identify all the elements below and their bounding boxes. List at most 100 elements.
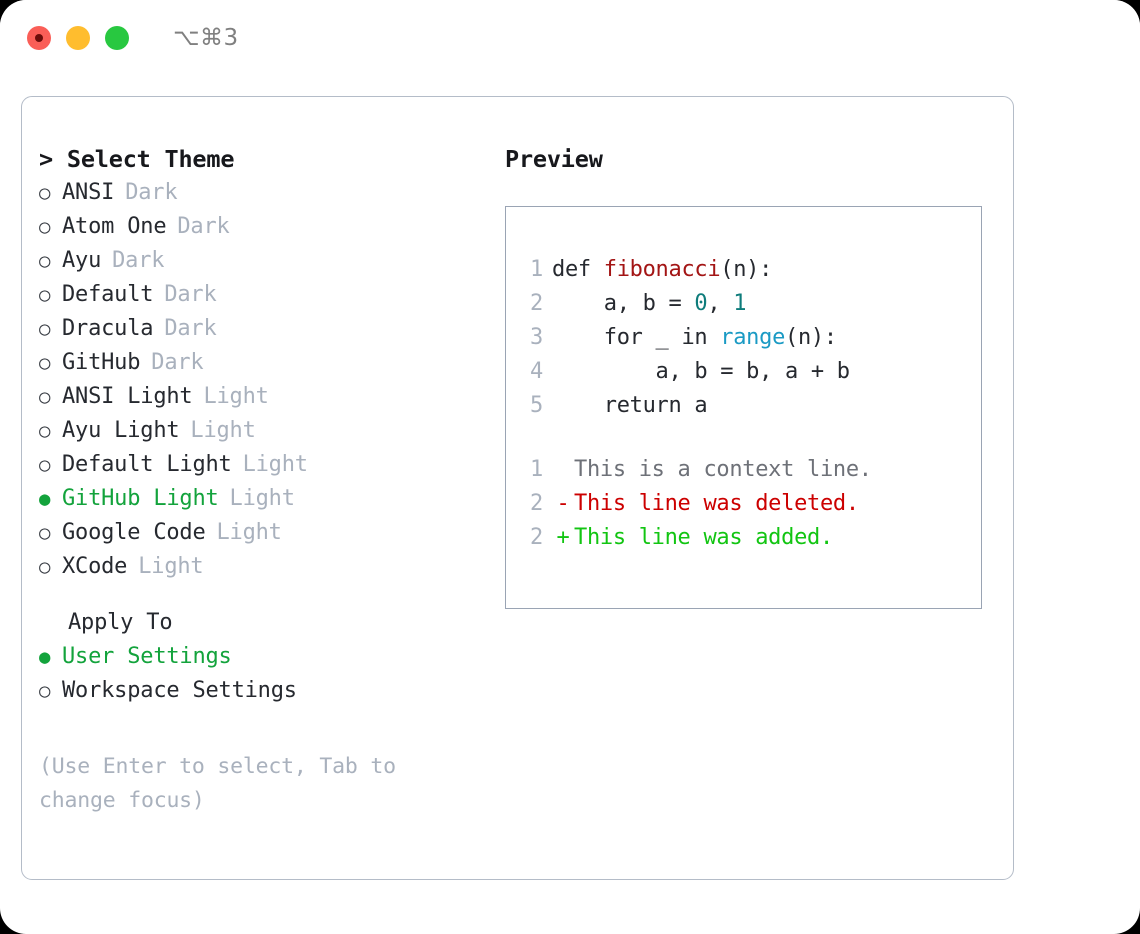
line-number: 5 bbox=[530, 393, 543, 418]
code-line: 1 def fibonacci(n): bbox=[506, 257, 981, 291]
theme-option-github[interactable]: ○ GitHub Dark bbox=[39, 350, 492, 384]
code-token: a, b = b, a + b bbox=[552, 359, 851, 384]
theme-variant-badge: Dark bbox=[151, 350, 204, 375]
theme-variant-badge: Light bbox=[229, 486, 295, 511]
diff-line: 2 +This line was added. bbox=[506, 525, 981, 559]
radio-unselected-icon: ○ bbox=[39, 386, 51, 408]
theme-variant-badge: Dark bbox=[164, 282, 217, 307]
theme-option-github-light[interactable]: ● GitHub Light Light bbox=[39, 486, 492, 520]
theme-option-ansi[interactable]: ○ ANSI Dark bbox=[39, 180, 492, 214]
titlebar: ⌥⌘3 bbox=[0, 0, 1140, 76]
code-line: 4 a, b = b, a + b bbox=[506, 359, 981, 393]
apply-to-name: User Settings bbox=[62, 644, 232, 669]
theme-variant-badge: Light bbox=[138, 554, 204, 579]
theme-variant-badge: Light bbox=[216, 520, 282, 545]
select-theme-heading: > Select Theme bbox=[39, 145, 235, 173]
theme-name: Default bbox=[62, 282, 154, 307]
theme-name: Default Light bbox=[62, 452, 232, 477]
radio-unselected-icon: ○ bbox=[39, 522, 51, 544]
code-line: 2 a, b = 0, 1 bbox=[506, 291, 981, 325]
keyboard-hint-text: (Use Enter to select, Tab to change focu… bbox=[39, 754, 396, 813]
theme-name: GitHub Light bbox=[62, 486, 219, 511]
code-token: (n): bbox=[720, 257, 773, 282]
theme-name: Dracula bbox=[62, 316, 154, 341]
theme-name: ANSI bbox=[62, 180, 115, 205]
keyboard-shortcut-label: ⌥⌘3 bbox=[173, 25, 239, 51]
line-number: 1 bbox=[530, 457, 543, 482]
theme-name: Ayu Light bbox=[62, 418, 180, 443]
radio-unselected-icon: ○ bbox=[39, 182, 51, 204]
code-content: def fibonacci(n): bbox=[552, 257, 772, 282]
radio-selected-icon: ● bbox=[39, 488, 51, 510]
theme-variant-badge: Light bbox=[203, 384, 269, 409]
theme-variant-badge: Dark bbox=[112, 248, 165, 273]
theme-option-default[interactable]: ○ Default Dark bbox=[39, 282, 492, 316]
code-token: 1 bbox=[733, 291, 747, 316]
maximize-button[interactable] bbox=[105, 26, 129, 50]
theme-name: Ayu bbox=[62, 248, 102, 273]
theme-name: Atom One bbox=[62, 214, 167, 239]
theme-name: GitHub bbox=[62, 350, 141, 375]
radio-selected-icon: ● bbox=[39, 646, 51, 668]
code-token: 0 bbox=[694, 291, 708, 316]
theme-option-xcode[interactable]: ○ XCode Light bbox=[39, 554, 492, 588]
preview-heading: Preview bbox=[505, 145, 603, 173]
line-number: 3 bbox=[530, 325, 543, 350]
close-button[interactable] bbox=[27, 26, 51, 50]
diff-text: This is a context line. bbox=[574, 457, 872, 482]
code-token: def bbox=[552, 257, 604, 282]
apply-to-option-workspace-settings[interactable]: ○Workspace Settings bbox=[39, 678, 492, 712]
theme-variant-badge: Dark bbox=[125, 180, 178, 205]
apply-to-name: Workspace Settings bbox=[62, 678, 297, 703]
code-token: return a bbox=[552, 393, 708, 418]
code-token: for _ in bbox=[552, 325, 721, 350]
theme-name: Google Code bbox=[62, 520, 206, 545]
radio-unselected-icon: ○ bbox=[39, 556, 51, 578]
diff-text: This line was deleted. bbox=[574, 491, 859, 516]
code-token: a, b = bbox=[552, 291, 695, 316]
line-number: 2 bbox=[530, 525, 543, 550]
code-token: range bbox=[720, 325, 786, 350]
theme-option-ayu[interactable]: ○ Ayu Dark bbox=[39, 248, 492, 282]
line-number: 4 bbox=[530, 359, 543, 384]
code-line: 5 return a bbox=[506, 393, 981, 427]
radio-unselected-icon: ○ bbox=[39, 454, 51, 476]
theme-option-google-code[interactable]: ○ Google Code Light bbox=[39, 520, 492, 554]
diff-line: 2-This line was deleted. bbox=[506, 491, 981, 525]
theme-option-ansi-light[interactable]: ○ ANSI Light Light bbox=[39, 384, 492, 418]
code-content: a, b = b, a + b bbox=[552, 359, 851, 384]
minimize-button[interactable] bbox=[66, 26, 90, 50]
diff-marker: + bbox=[556, 525, 570, 550]
radio-unselected-icon: ○ bbox=[39, 352, 51, 374]
theme-name: XCode bbox=[62, 554, 128, 579]
theme-option-default-light[interactable]: ○ Default Light Light bbox=[39, 452, 492, 486]
radio-unselected-icon: ○ bbox=[39, 216, 51, 238]
traffic-lights bbox=[27, 26, 129, 50]
apply-to-heading: Apply To bbox=[68, 610, 173, 635]
theme-name: ANSI Light bbox=[62, 384, 193, 409]
code-content: a, b = 0, 1 bbox=[552, 291, 747, 316]
line-number: 1 bbox=[530, 257, 543, 282]
radio-unselected-icon: ○ bbox=[39, 284, 51, 306]
radio-unselected-icon: ○ bbox=[39, 250, 51, 272]
code-diff-separator bbox=[506, 427, 981, 457]
diff-sample: 1 This is a context line. 2-This line was … bbox=[506, 457, 981, 559]
apply-to-option-user-settings[interactable]: ● User Settings bbox=[39, 644, 492, 678]
diff-text: This line was added. bbox=[574, 525, 833, 550]
code-token: (n): bbox=[785, 325, 837, 350]
radio-unselected-icon: ○ bbox=[39, 420, 51, 442]
diff-marker: - bbox=[556, 491, 570, 516]
apply-to-list: ● User Settings ○Workspace Settings bbox=[39, 644, 492, 712]
diff-line: 1 This is a context line. bbox=[506, 457, 981, 491]
theme-variant-badge: Dark bbox=[164, 316, 217, 341]
theme-variant-badge: Light bbox=[242, 452, 308, 477]
